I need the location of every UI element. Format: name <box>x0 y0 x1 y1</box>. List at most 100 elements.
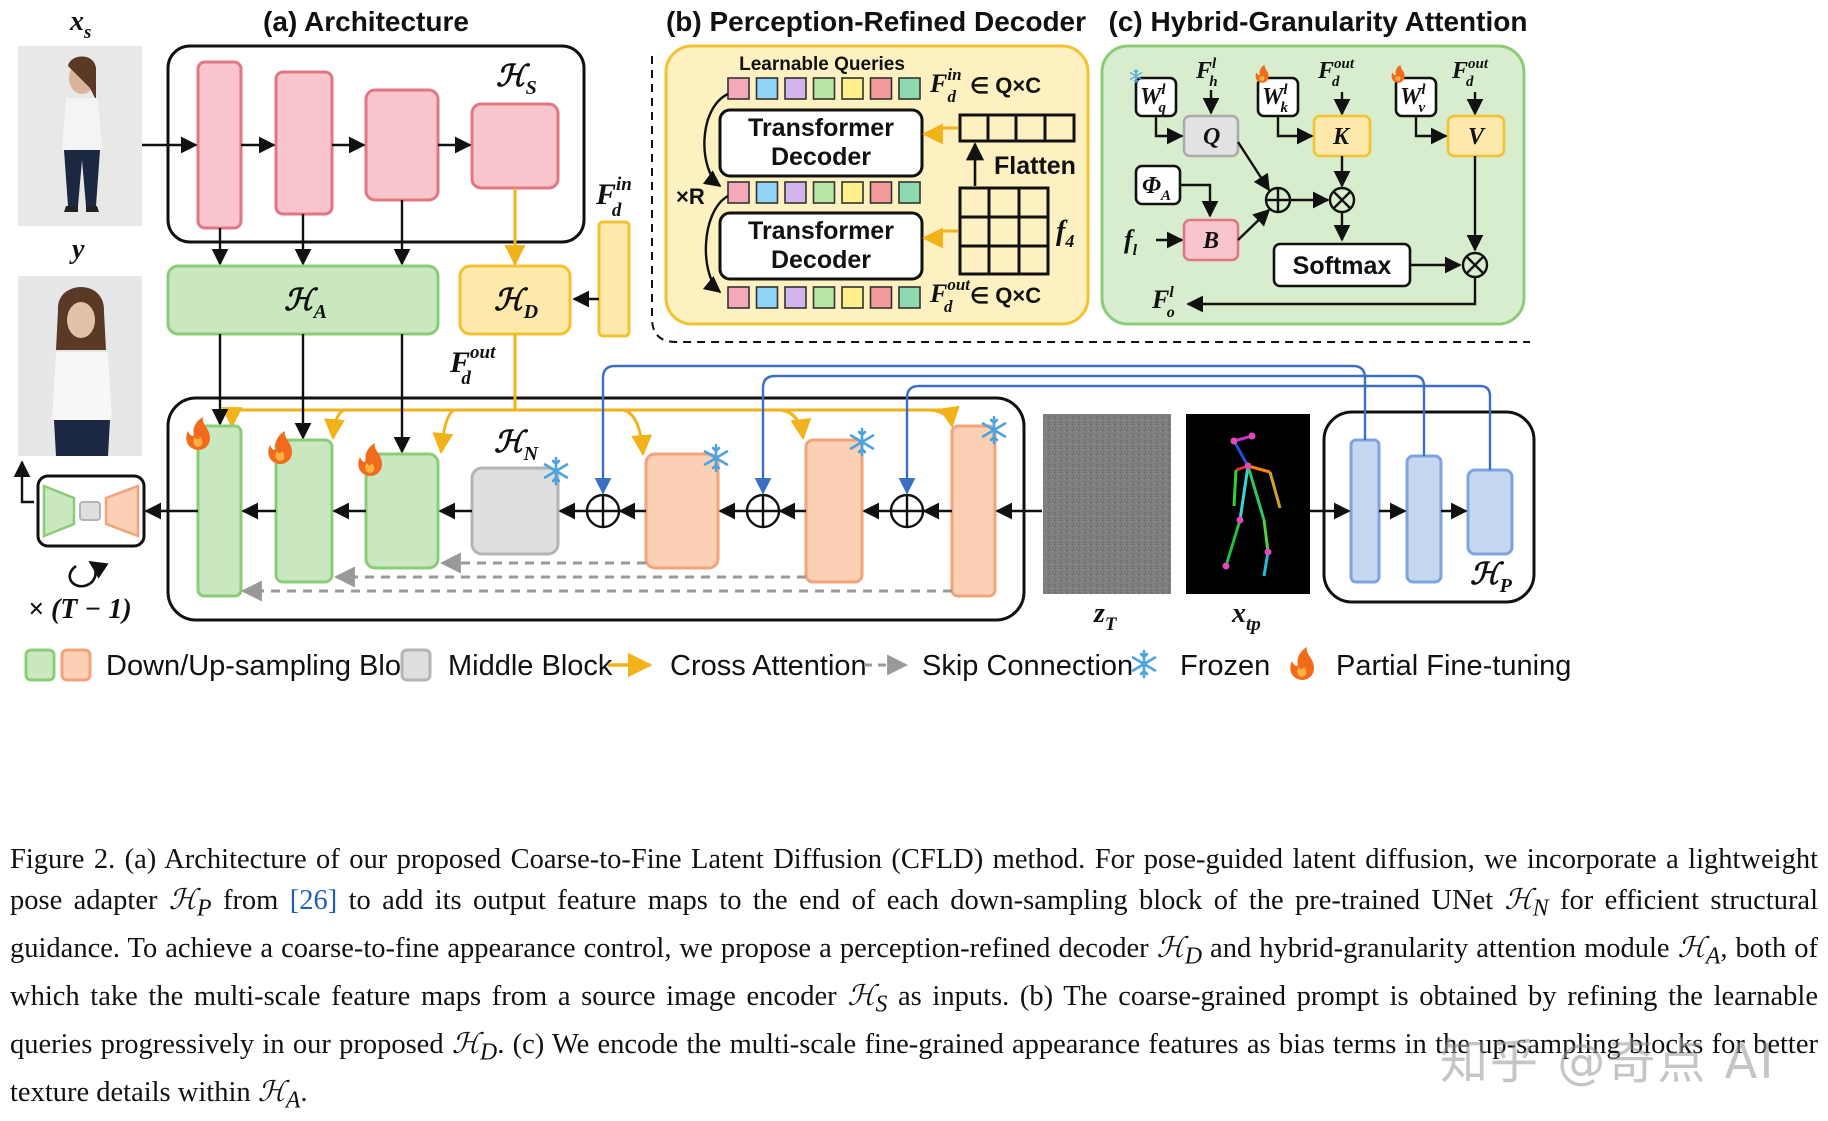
legend-cross: Cross Attention <box>670 650 867 682</box>
repeat-label: ×R <box>676 184 705 209</box>
fin-shape: ∈ Q×C <box>970 73 1041 98</box>
q-label: Q <box>1203 124 1220 150</box>
hd-label: ℋD <box>494 284 538 323</box>
caption-text: . (c) We encode the multi-scale fine-gra… <box>10 1029 1818 1109</box>
finetune-flame-icon <box>186 417 210 450</box>
pose-adapter-blocks <box>1349 438 1514 584</box>
legend-block: Down/Up-sampling Block <box>106 650 430 682</box>
query-token <box>898 286 921 309</box>
ha-label: ℋA <box>284 284 327 323</box>
caption-math: ℋD <box>451 1029 498 1066</box>
query-token <box>727 286 750 309</box>
caption-text: and hybrid-granularity attention module <box>1201 932 1678 964</box>
flatten-vector <box>958 113 1076 143</box>
target-label: y <box>69 234 85 265</box>
query-token <box>755 286 779 309</box>
query-token <box>841 286 864 309</box>
feature-grid <box>958 186 1050 276</box>
source-image <box>18 46 142 226</box>
softmax-label: Softmax <box>1293 252 1392 280</box>
fout-shape: ∈ Q×C <box>970 283 1041 308</box>
panel-a-title: (a) Architecture <box>263 6 469 37</box>
figure-caption: Figure 2. (a) Architecture of our propos… <box>10 840 1818 1121</box>
f4-label: f4 <box>1056 216 1074 251</box>
loop-label: × (T − 1) <box>28 594 132 625</box>
queries-label: Learnable Queries <box>739 54 905 75</box>
hn-label: ℋN <box>494 426 540 465</box>
architecture-figure: (a) Architecture xs y ℋS ℋA <box>13 6 1571 682</box>
citation-link[interactable]: [26] <box>289 884 338 916</box>
query-token <box>898 77 921 100</box>
add-operators <box>585 493 925 529</box>
caption-math: ℋA <box>1677 932 1721 970</box>
caption-text: Figure 2. (a) Architecture of our propos… <box>10 844 1818 916</box>
caption-math: ℋS <box>847 980 888 1018</box>
vae-decoder <box>36 474 146 548</box>
noise-latent <box>1043 414 1171 594</box>
legend-skip: Skip Connection <box>922 650 1133 682</box>
caption-math: ℋD <box>1156 932 1202 970</box>
query-token <box>727 181 750 204</box>
caption-text: , both of which take the multi-scale fea… <box>10 932 1819 1012</box>
decoder-label: Decoder <box>771 143 871 171</box>
unet-frame <box>166 396 1026 622</box>
query-token <box>784 181 807 204</box>
query-token <box>841 181 864 204</box>
legend-middle: Middle Block <box>448 650 613 682</box>
caption-text: to add its output feature maps to the en… <box>337 884 1505 916</box>
caption-text: . <box>300 1077 308 1109</box>
transformer-label: Transformer <box>748 114 894 142</box>
target-image <box>18 276 142 456</box>
watermark: 知乎 @奇点 AI <box>1440 1034 1776 1090</box>
pose-adapter-frame <box>1322 410 1536 604</box>
learnable-queries <box>727 77 921 309</box>
pose-label: xtp <box>1231 598 1261 635</box>
caption-text: for efficient structural guidance. To ac… <box>10 884 1818 964</box>
query-token <box>869 286 893 309</box>
upsampling-blocks <box>196 424 440 598</box>
hs-label: ℋS <box>496 60 537 99</box>
pose-image <box>1186 414 1310 594</box>
caption-text: as inputs. (b) The coarse-grained prompt… <box>10 980 1818 1061</box>
hp-label: ℋP <box>1470 558 1513 597</box>
loop-icon <box>68 560 109 588</box>
panel-c-title: (c) Hybrid-Granularity Attention <box>1109 6 1528 37</box>
query-token <box>755 181 779 204</box>
flatten-label: Flatten <box>994 152 1076 180</box>
query-token <box>784 77 807 100</box>
finetune-flame-icon <box>268 431 292 464</box>
query-token <box>812 181 836 204</box>
caption-math: ℋN <box>1504 884 1549 922</box>
caption-text: from <box>211 884 290 916</box>
fl-label: fl <box>1124 225 1138 259</box>
source-label: xs <box>69 6 91 43</box>
phi-label: ΦA <box>1142 173 1171 204</box>
finetune-flame-icon <box>1290 647 1314 680</box>
middle-block <box>470 466 560 556</box>
k-label: K <box>1332 124 1351 150</box>
legend-finetune: Partial Fine-tuning <box>1336 650 1571 682</box>
legend: Down/Up-sampling Block Middle Block Cros… <box>24 647 1571 682</box>
frozen-snowflake-icon <box>1131 649 1157 679</box>
query-token <box>784 286 807 309</box>
decoder-label: Decoder <box>771 246 871 274</box>
noise-label: zT <box>1093 598 1118 635</box>
query-token <box>869 77 893 100</box>
caption-math: ℋP <box>168 884 212 922</box>
query-token <box>812 286 836 309</box>
b-label: B <box>1202 228 1219 254</box>
bias-add-operator <box>1264 186 1292 214</box>
query-token <box>869 181 893 204</box>
panel-b-title: (b) Perception-Refined Decoder <box>666 6 1086 37</box>
query-token <box>812 77 836 100</box>
